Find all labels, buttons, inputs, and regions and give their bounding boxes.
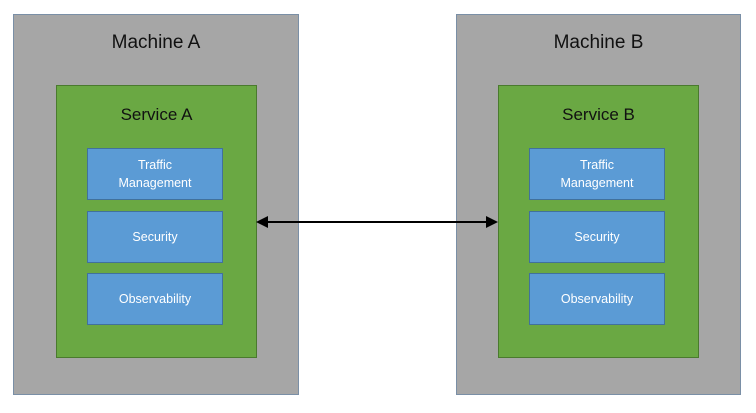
service-a-observability-module: Observability	[87, 273, 223, 325]
service-a-security-module: Security	[87, 211, 223, 263]
service-a-traffic-management-module: Traffic Management	[87, 148, 223, 200]
machine-b-box: Machine B Service B Traffic Management S…	[456, 14, 741, 395]
service-a-box: Service A Traffic Management Security Ob…	[56, 85, 257, 358]
service-b-traffic-management-module: Traffic Management	[529, 148, 665, 200]
service-b-title: Service B	[562, 105, 635, 124]
machine-a-title: Machine A	[111, 32, 201, 53]
service-b-observability-module: Observability	[529, 273, 665, 325]
machine-a-box: Machine A Service A Traffic Management S…	[13, 14, 299, 395]
service-a-title: Service A	[120, 105, 193, 124]
service-b-box: Service B Traffic Management Security Ob…	[498, 85, 699, 358]
machine-b-title: Machine B	[553, 32, 644, 53]
service-b-security-module: Security	[529, 211, 665, 263]
